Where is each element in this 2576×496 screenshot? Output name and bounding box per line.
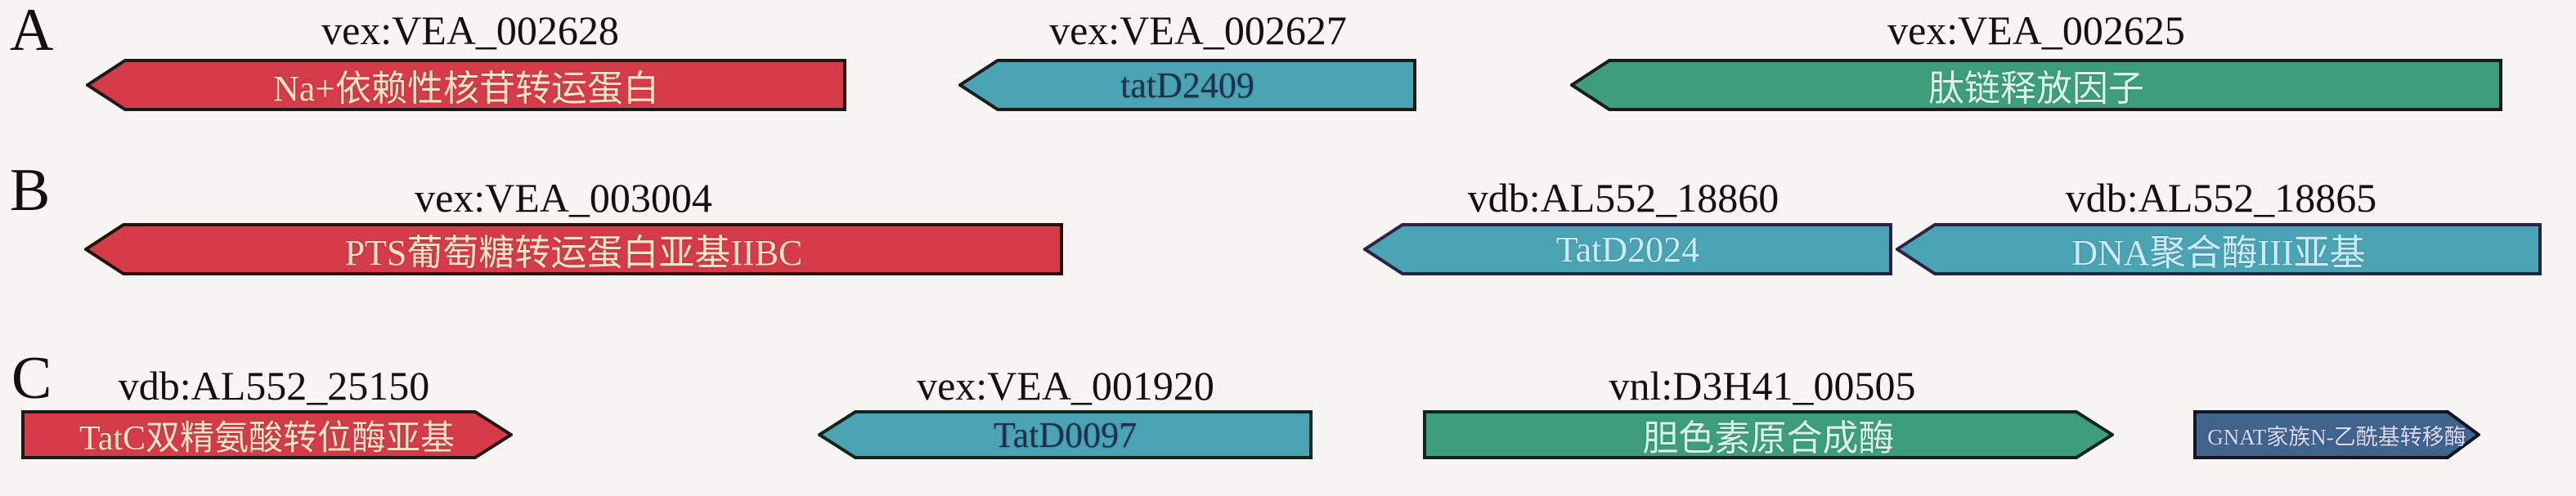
gene-locus-label: vex:VEA_002628 xyxy=(321,7,619,53)
gene-arrow-shape xyxy=(1363,223,1892,275)
gene-arrow-shape xyxy=(1570,59,2502,111)
gene-arrow: GNAT家族N-乙酰基转移酶 xyxy=(2193,410,2480,459)
gene-locus-label: vdb:AL552_18865 xyxy=(2065,175,2377,221)
gene-arrow-shape xyxy=(86,59,846,111)
gene-product-label: 肽链释放因子 xyxy=(1928,69,2144,109)
gene-arrow-shape xyxy=(84,223,1063,275)
gene-product-label: DNA聚合酶III亚基 xyxy=(2071,233,2366,273)
gene-locus-label: vex:VEA_002627 xyxy=(1049,7,1347,53)
gene-locus-label: vdb:AL552_25150 xyxy=(118,363,430,409)
gene-arrow: TatD2024 xyxy=(1363,223,1892,275)
panel-label-B: B xyxy=(10,157,51,224)
panel-label-C: C xyxy=(11,345,52,412)
gene-locus-label: vex:VEA_003004 xyxy=(415,175,712,221)
gene-locus-label: vex:VEA_002625 xyxy=(1887,7,2185,53)
gene-arrow-shape xyxy=(21,410,513,459)
gene-product-label: TatD2024 xyxy=(1555,229,1700,270)
gene-locus-label: vnl:D3H41_00505 xyxy=(1609,363,1916,409)
gene-product-label: TatD0097 xyxy=(993,414,1138,455)
gene-arrow: TatC双精氨酸转位酶亚基 xyxy=(21,410,513,459)
gene-locus-label: vdb:AL552_18860 xyxy=(1467,175,1779,221)
gene-arrow: DNA聚合酶III亚基 xyxy=(1896,223,2542,275)
panel-label-A: A xyxy=(10,0,54,64)
gene-locus-label: vex:VEA_001920 xyxy=(917,363,1214,409)
gene-arrow: tatD2409 xyxy=(958,59,1416,111)
gene-arrow-shape xyxy=(818,410,1313,459)
gene-arrow: TatD0097 xyxy=(818,410,1313,459)
gene-product-label: GNAT家族N-乙酰基转移酶 xyxy=(2207,424,2466,449)
gene-product-label: TatC双精氨酸转位酶亚基 xyxy=(79,419,456,458)
gene-arrow-shape xyxy=(1896,223,2542,275)
gene-arrow-shape xyxy=(2193,410,2480,459)
gene-product-label: tatD2409 xyxy=(1120,65,1254,105)
gene-arrow: 肽链释放因子 xyxy=(1570,59,2502,111)
gene-product-label: PTS葡萄糖转运蛋白亚基IIBC xyxy=(344,233,803,273)
gene-arrow: 胆色素原合成酶 xyxy=(1423,410,2114,459)
gene-arrow: PTS葡萄糖转运蛋白亚基IIBC xyxy=(84,223,1063,275)
gene-arrow-shape xyxy=(1423,410,2114,459)
gene-product-label: 胆色素原合成酶 xyxy=(1642,418,1895,458)
gene-arrow-shape xyxy=(958,59,1416,111)
gene-arrow: Na+依赖性核苷转运蛋白 xyxy=(86,59,846,111)
gene-product-label: Na+依赖性核苷转运蛋白 xyxy=(272,69,660,109)
